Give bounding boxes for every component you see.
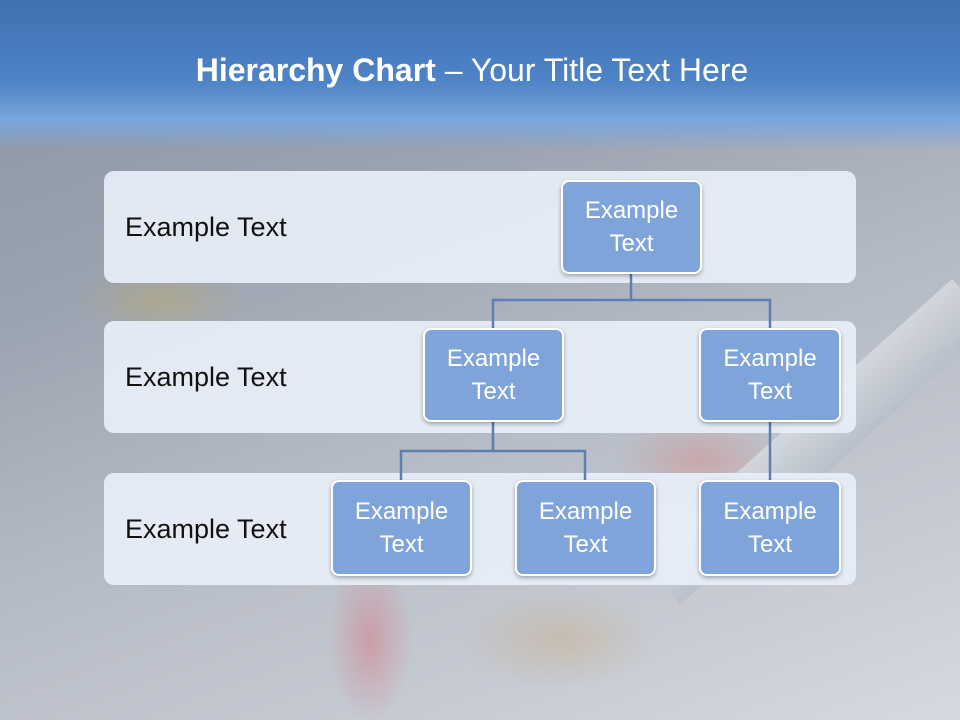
node-level2-right[interactable]: Example Text [699,328,841,422]
node-root-label: Example Text [584,197,679,257]
row-label-3: Example Text [125,514,287,544]
node-level3-a[interactable]: Example Text [331,480,472,576]
node-level2-right-label: Example Text [723,345,817,405]
node-level3-b[interactable]: Example Text [515,480,656,576]
title-bold: Hierarchy Chart [195,52,436,88]
title-bar [0,0,960,150]
node-level3-b-label: Example Text [538,498,633,558]
node-root[interactable]: Example Text [561,180,702,274]
connector-left-b [493,449,587,481]
title-dash: – [435,52,471,88]
node-level2-left-label: Example Text [446,345,541,405]
row-band-1: Example Text [104,171,856,283]
node-level3-c[interactable]: Example Text [699,480,841,576]
connector-left-a [399,422,495,481]
row-label-1: Example Text [125,212,287,242]
connector-root-right [631,298,772,329]
row-label-2: Example Text [125,362,287,392]
node-level3-a-label: Example Text [354,498,449,558]
title-rest: Your Title Text Here [470,52,749,88]
connector-root-left [491,274,633,329]
node-level2-left[interactable]: Example Text [423,328,564,422]
node-level3-c-label: Example Text [723,498,817,558]
slide-title: Hierarchy Chart – Your Title Text Here [0,52,944,89]
